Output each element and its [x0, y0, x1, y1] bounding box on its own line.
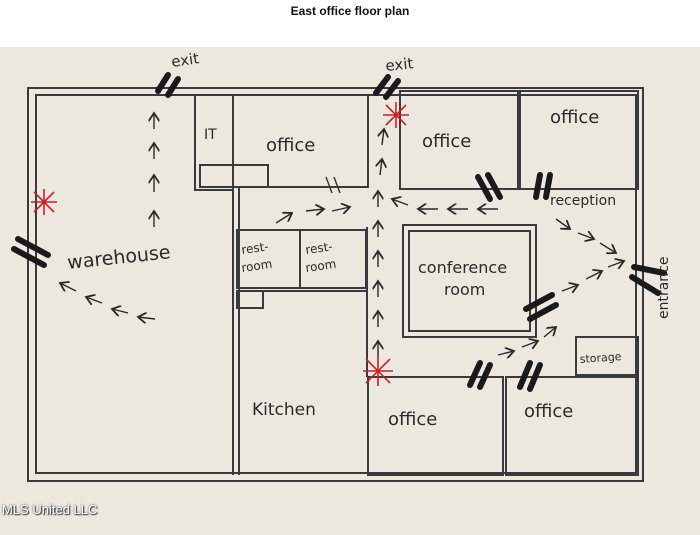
conference-walls	[402, 224, 537, 338]
entrance-label: entrance	[656, 257, 672, 320]
conference-label-line2: room	[444, 280, 485, 299]
fire-extinguisher-marks	[31, 102, 409, 386]
door-mark	[383, 78, 401, 100]
route-arrow	[138, 317, 156, 319]
door-mark	[533, 172, 543, 200]
reception-label: reception	[550, 193, 616, 209]
page-title: East office floor plan	[290, 4, 410, 18]
door-mark	[629, 274, 661, 296]
door-tick	[325, 176, 333, 194]
door-mark	[477, 362, 493, 390]
restroom-1-label-line2: room	[240, 257, 273, 275]
route-arrow	[60, 283, 77, 291]
office-bottom-middle-label: office	[388, 409, 437, 430]
door-mark	[631, 264, 667, 276]
office-top-middle-label: office	[422, 131, 471, 152]
door-ticks	[325, 176, 341, 194]
door-marks	[11, 72, 667, 392]
route-arrow	[561, 285, 578, 291]
fire-extinguisher-icon	[363, 356, 393, 386]
route-arrow	[86, 297, 103, 303]
route-arrow	[305, 209, 324, 211]
route-arrow	[577, 233, 594, 239]
door-mark	[155, 72, 171, 94]
storage-label: storage	[579, 350, 622, 366]
exit-label-top: exit	[385, 54, 415, 75]
route-arrow	[380, 159, 382, 176]
floor-plan-svg: exit exit IT office office office wareho…	[11, 49, 672, 482]
door-mark	[475, 174, 493, 202]
door-mark	[527, 302, 559, 322]
door-mark	[517, 360, 533, 390]
fire-extinguisher-icon	[31, 189, 57, 215]
door-mark	[523, 292, 555, 312]
office-top-left-label: office	[266, 135, 315, 156]
office-top-left-walls	[232, 94, 369, 188]
it-label: IT	[204, 127, 217, 143]
route-arrows	[60, 113, 624, 357]
fire-extinguisher-icon	[383, 102, 409, 128]
route-arrow	[331, 207, 350, 211]
office-bottom-right-label: office	[524, 401, 573, 422]
conference-label-line1: conference	[418, 258, 507, 277]
route-arrow	[112, 309, 129, 313]
office-top-middle-walls	[399, 90, 519, 190]
exit-label-left: exit	[170, 49, 200, 71]
route-arrow	[555, 218, 570, 229]
door-mark	[15, 236, 51, 258]
door-mark	[485, 172, 503, 200]
storage-walls	[575, 336, 639, 376]
kitchen-label: Kitchen	[252, 400, 316, 420]
conference-inner-walls	[408, 230, 531, 332]
door-mark	[527, 362, 543, 392]
door-mark	[467, 360, 483, 388]
door-mark	[11, 246, 47, 268]
route-arrow	[497, 351, 514, 355]
office-top-right-walls	[519, 90, 639, 190]
route-arrow	[275, 213, 292, 224]
warehouse-label: warehouse	[66, 241, 171, 274]
restroom-2-label-line2: room	[304, 257, 337, 275]
route-arrow	[585, 271, 602, 279]
office-bottom-middle-walls	[367, 376, 504, 476]
restroom-1-label-line1: rest-	[240, 239, 269, 257]
walls	[27, 87, 644, 482]
outer-wall	[27, 87, 644, 482]
office-top-right-label: office	[550, 107, 599, 128]
route-arrow	[521, 341, 538, 347]
route-arrow	[382, 129, 384, 146]
restroom-2-label-line1: rest-	[304, 239, 333, 257]
route-arrow	[599, 242, 616, 253]
door-tick	[333, 176, 341, 194]
door-mark	[165, 76, 181, 98]
floor-plan-drawing: exit exit IT office office office wareho…	[0, 47, 700, 535]
watermark: MLS United LLC	[2, 502, 98, 517]
route-arrow	[607, 261, 624, 267]
route-arrow	[392, 199, 409, 205]
small-closet	[236, 290, 264, 309]
office-bottom-right-walls	[505, 376, 639, 476]
route-arrow	[543, 327, 556, 338]
door-mark	[373, 74, 391, 96]
door-mark	[543, 172, 553, 200]
